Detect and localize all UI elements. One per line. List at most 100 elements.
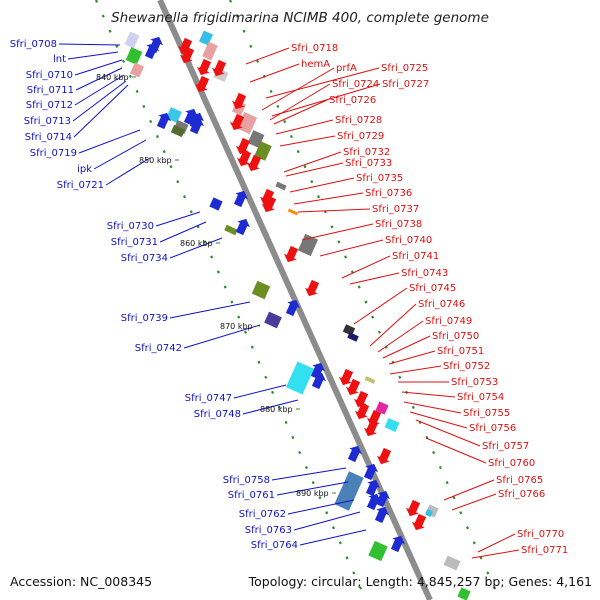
leader-line	[74, 59, 123, 76]
gene-arrow	[354, 402, 370, 420]
leader-line	[279, 135, 336, 147]
gene-block	[124, 31, 140, 49]
leader-line	[93, 139, 147, 170]
gene-block	[275, 181, 287, 191]
gene-label: Sfri_0738	[375, 219, 422, 230]
gene-arrow	[259, 188, 275, 206]
gene-label: Sfri_0710	[26, 70, 73, 81]
gene-label: Sfri_0727	[382, 79, 429, 90]
leader-line	[72, 80, 127, 122]
leader-line	[183, 324, 261, 349]
leader-line	[319, 239, 384, 257]
gene-label: Sfri_0734	[121, 253, 168, 264]
gene-label: Sfri_0749	[425, 316, 472, 327]
gene-label: lnt	[53, 54, 66, 65]
scale-mark: 880 kbp	[260, 405, 293, 414]
gene-label: Sfri_0729	[337, 131, 384, 142]
gene-label: ipk	[77, 164, 92, 175]
gene-label: Sfri_0714	[25, 132, 72, 143]
gene-label: Sfri_0742	[135, 343, 182, 354]
gene-features-layer	[124, 30, 471, 600]
tick-track	[94, 0, 368, 600]
gene-arrow	[194, 75, 210, 93]
gene-arrow	[236, 149, 252, 167]
leader-line	[275, 119, 334, 135]
gene-label: Sfri_0761	[228, 490, 275, 501]
gene-label: Sfri_0752	[443, 361, 490, 372]
leader-line	[369, 303, 417, 347]
leader-line	[388, 350, 436, 365]
scale-mark: 840 kbp	[96, 73, 129, 82]
gene-label: Sfri_0712	[26, 100, 73, 111]
leader-line	[169, 301, 251, 319]
gene-block	[342, 324, 356, 336]
leader-line	[105, 157, 151, 186]
gene-label: Sfri_0765	[496, 475, 543, 486]
leader-line	[299, 529, 367, 546]
leader-line	[425, 437, 487, 464]
gene-label: Sfri_0724	[332, 79, 379, 90]
gene-block	[170, 124, 186, 138]
gene-label: Sfri_0747	[185, 393, 232, 404]
gene-arrow	[353, 390, 369, 408]
leader-line	[245, 47, 290, 65]
gene-block	[287, 208, 299, 216]
leader-line	[74, 74, 125, 106]
gene-label: Sfri_0733	[345, 158, 392, 169]
gene-arrow	[179, 46, 195, 64]
gene-label: Sfri_0736	[365, 188, 412, 199]
gene-arrow	[183, 108, 199, 126]
gene-label: prfA	[336, 63, 357, 74]
leader-line	[78, 129, 141, 154]
gene-arrow	[231, 92, 247, 110]
gene-label: Sfri_0760	[488, 458, 535, 469]
gene-label: Sfri_0753	[451, 377, 498, 388]
gene-block	[264, 311, 282, 329]
gene-arrow	[376, 447, 392, 465]
scale-mark: 890 kbp	[296, 489, 329, 498]
gene-label: Sfri_0739	[121, 313, 168, 324]
leader-line	[265, 67, 380, 99]
gene-arrow	[196, 58, 212, 76]
gene-label: Sfri_0756	[469, 423, 516, 434]
gene-label: Sfri_0732	[343, 147, 390, 158]
leader-line	[242, 399, 299, 415]
gene-label: Sfri_0741	[392, 251, 439, 262]
gene-arrow	[177, 37, 193, 55]
gene-label: Sfri_0750	[432, 331, 479, 342]
gene-label: Sfri_0718	[291, 43, 338, 54]
gene-label: Sfri_0745	[409, 283, 456, 294]
gene-label: hemA	[301, 59, 330, 70]
leader-line	[249, 63, 300, 83]
gene-block	[347, 332, 359, 342]
leader-line	[471, 549, 520, 559]
gene-arrow	[366, 409, 382, 427]
gene-block	[198, 30, 214, 46]
gene-label: Sfri_0766	[498, 489, 545, 500]
leader-lines-layer	[58, 43, 520, 559]
accession-text: Accession: NC_008345	[10, 574, 152, 589]
gene-arrow	[411, 513, 427, 531]
leader-line	[415, 419, 481, 447]
leader-line	[289, 177, 355, 193]
gene-block	[384, 417, 400, 433]
leader-line	[276, 481, 349, 496]
gene-arrow	[246, 154, 262, 172]
gene-label: Sfri_0740	[385, 235, 432, 246]
gene-labels-layer: Sfri_0708lntSfri_0710Sfri_0711Sfri_0712S…	[10, 39, 568, 556]
leader-line	[271, 467, 347, 481]
scale-mark: 850 kbp	[139, 156, 172, 165]
gene-block	[364, 376, 376, 384]
gene-label: Sfri_0726	[329, 95, 376, 106]
gene-label: Sfri_0771	[521, 545, 568, 556]
leader-line	[349, 272, 400, 285]
gene-arrow	[375, 490, 391, 508]
gene-block	[202, 41, 218, 61]
gene-arrow	[345, 378, 361, 396]
gene-label: Sfri_0755	[463, 408, 510, 419]
gene-label: Sfri_0713	[24, 116, 71, 127]
gene-label: Sfri_0730	[107, 221, 154, 232]
